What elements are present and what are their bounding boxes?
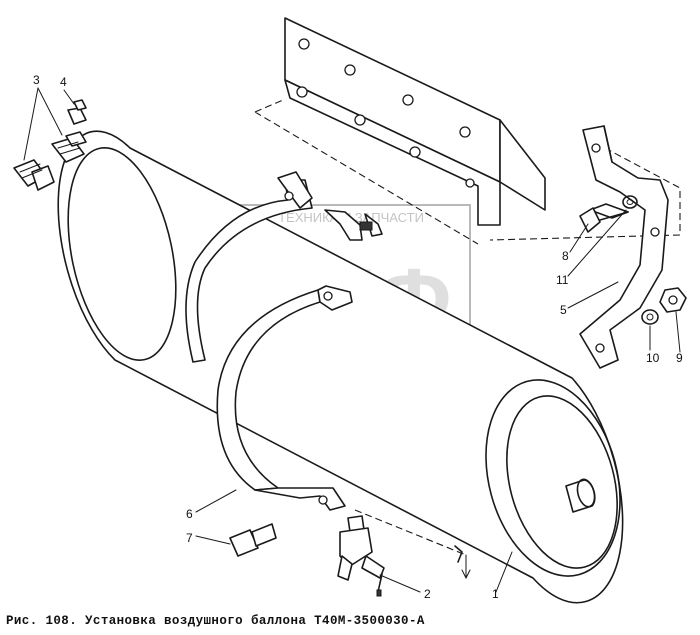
strap-front [216,285,353,511]
spring-washer-11 [622,195,638,209]
callout-8: 8 [562,249,569,263]
alignment-line-bottom [354,509,467,556]
fitting-3a [51,131,87,163]
callout-3: 3 [33,73,40,87]
bracket-right [579,125,669,369]
bolt-7 [229,523,277,557]
callout-2: 2 [424,587,431,601]
fitting-3b [13,159,55,191]
strap-rear [185,171,383,363]
fitting-4 [67,99,87,125]
callout-5: 5 [560,303,567,317]
figure-caption: Рис. 108. Установка воздушного баллона Т… [6,614,425,628]
callout-labels: 3 4 8 11 5 10 9 6 7 2 1 [33,73,683,601]
callout-9: 9 [676,351,683,365]
alignment-line-top [254,99,479,245]
callout-4: 4 [60,75,67,89]
callout-10: 10 [646,351,660,365]
mounting-bracket-plate [284,17,546,226]
air-tank [57,130,624,604]
drain-valve-2 [337,515,385,597]
callout-7: 7 [186,531,193,545]
washer-10 [641,309,659,325]
callout-1: 1 [492,587,499,601]
leader-lines [23,87,681,593]
nut-9 [659,287,687,313]
arrow-line [461,554,471,580]
bolt-8 [579,203,629,233]
callout-11: 11 [556,273,569,287]
callout-6: 6 [186,507,193,521]
